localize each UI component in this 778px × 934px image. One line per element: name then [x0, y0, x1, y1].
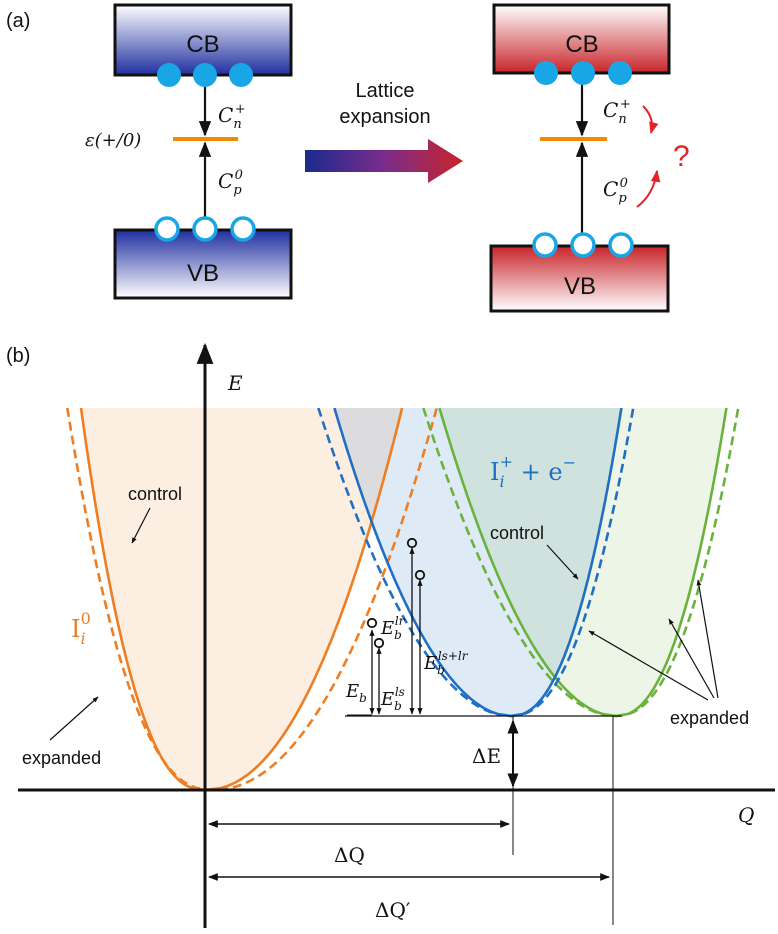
right-control-label: control	[490, 523, 544, 543]
delta-q-prime-label: ΔQ′	[375, 898, 411, 922]
crossing-point-ebls	[373, 637, 385, 649]
neutral-state-label: Ii0	[71, 609, 91, 648]
green-curve-fill	[439, 408, 727, 716]
eb-label: Eb	[345, 681, 367, 705]
panel-a-label: (a)	[6, 10, 30, 32]
lattice-expansion-arrow: Lattice expansion	[305, 80, 463, 183]
right-cp-label: Cp0	[603, 176, 628, 206]
crossing-point-eb	[366, 617, 378, 629]
left-control-label: control	[128, 484, 182, 504]
electron	[571, 61, 595, 85]
right-expanded-pointer-green-outer	[696, 579, 719, 699]
left-cp-label: Cp0	[218, 168, 243, 198]
left-vb-label: VB	[187, 260, 219, 287]
charged-state-label: Ii+ + e−	[490, 452, 576, 491]
left-cn-label: Cn+	[218, 102, 246, 132]
hole	[608, 232, 634, 258]
eblslr-label: Ebls+lr	[423, 649, 469, 677]
delta-e-label: ΔE	[472, 744, 501, 768]
right-expanded-pointer-green-inner	[668, 618, 715, 699]
q-axis-label: Q	[738, 803, 754, 827]
question-mark: ?	[673, 140, 690, 173]
hole	[154, 216, 180, 242]
panel-b-label: (b)	[6, 345, 30, 367]
right-cn-label: Cn+	[603, 97, 631, 127]
eblr-label: Eblr	[380, 614, 406, 642]
right-cb-label: CB	[565, 31, 598, 58]
electron	[534, 61, 558, 85]
left-cb-label: CB	[186, 31, 219, 58]
electron	[229, 63, 253, 87]
ebls-label: Ebls	[380, 685, 405, 713]
blue-curve-fill	[334, 408, 622, 716]
delta-q-label: ΔQ	[334, 843, 365, 867]
arrow-text-line-2: expansion	[339, 106, 430, 128]
hole	[230, 216, 256, 242]
left-control-pointer	[131, 507, 151, 544]
right-expanded-pointer-blue	[588, 630, 709, 701]
right-band-diagram: CB VB Cn+ Cp0 ?	[489, 3, 690, 313]
hole	[570, 232, 596, 258]
electron	[193, 63, 217, 87]
right-vb-label: VB	[564, 273, 596, 300]
gradient-arrow-shape	[305, 139, 463, 183]
orange-expanded-curve	[66, 408, 439, 790]
electron	[157, 63, 181, 87]
configuration-coordinate-curves	[66, 408, 740, 790]
orange-curve-fill	[81, 408, 403, 790]
hole	[532, 232, 558, 258]
right-control-pointer	[546, 544, 579, 580]
orange-control-curve	[79, 408, 404, 790]
red-curved-arrow-down	[642, 105, 659, 135]
left-expanded-pointer	[49, 696, 99, 741]
red-curved-arrow-up	[636, 169, 661, 208]
left-band-diagram: CB VB ε(+/0) Cn+ Cp0	[85, 3, 293, 300]
crossing-point-eblr	[406, 537, 418, 549]
right-valence-band	[489, 244, 670, 313]
arrow-text-line-1: Lattice	[356, 80, 415, 102]
defect-level-label: ε(+/0)	[85, 130, 141, 151]
hole	[192, 216, 218, 242]
crossing-point-eblslr	[414, 569, 426, 581]
energy-axis-label: E	[227, 371, 243, 395]
right-expanded-label: expanded	[670, 708, 749, 728]
left-expanded-label: expanded	[22, 748, 101, 768]
electron	[608, 61, 632, 85]
